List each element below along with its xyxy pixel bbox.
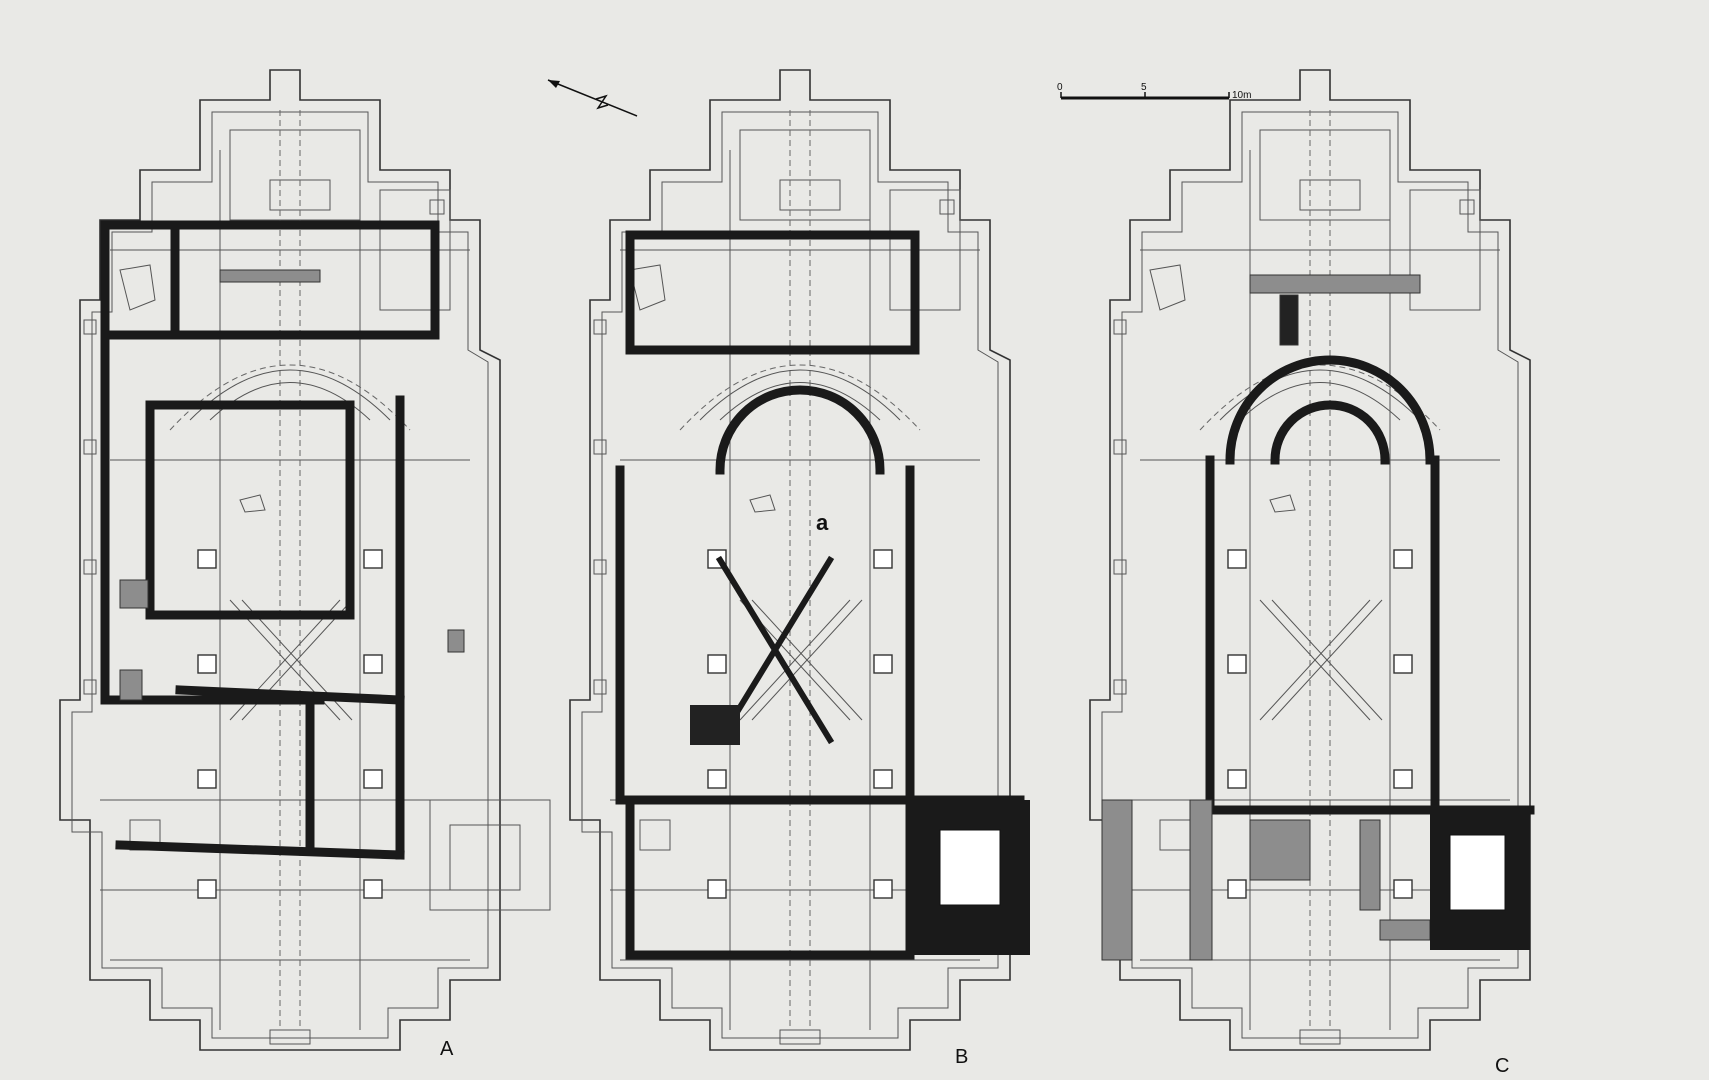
scale-tick-5: 5 — [1141, 82, 1147, 93]
marker-a: a — [816, 510, 829, 535]
scale-tick-0: 0 — [1057, 82, 1063, 93]
scale-bar: 0 5 10m — [1057, 82, 1251, 101]
panel-letter-c: C — [1495, 1055, 1509, 1077]
plan-panel-b: a B — [569, 69, 1030, 1068]
plan-panel-a: A — [59, 69, 551, 1060]
panel-letter-a: A — [440, 1038, 454, 1060]
scale-tick-10m: 10m — [1232, 90, 1251, 101]
panel-letter-b: B — [955, 1046, 968, 1068]
plan-panel-c: C — [1089, 69, 1535, 1077]
north-arrow-icon — [547, 79, 638, 117]
